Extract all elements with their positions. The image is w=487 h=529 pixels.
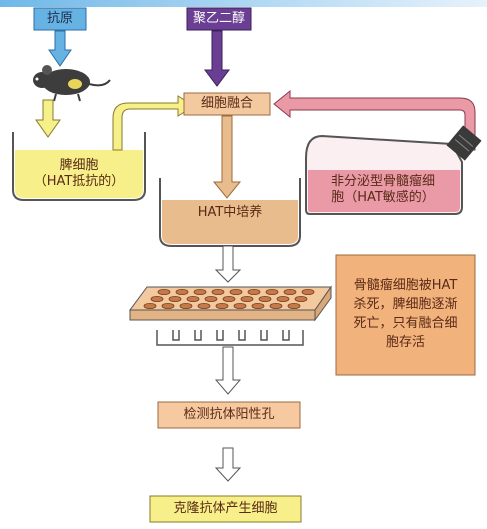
peg-box <box>186 7 252 31</box>
detect-positive-label: 检测抗体阳性孔 <box>183 406 275 422</box>
myeloma-to-fusion-arrow <box>273 89 476 151</box>
myeloma-label-line1: 非分泌型骨髓瘤细 <box>330 173 435 189</box>
top-banner-band <box>0 0 487 7</box>
spleen-label-line2: （HAT抵抗的） <box>33 174 125 189</box>
spleen-label-line1: 脾细胞 <box>59 157 99 173</box>
cell-fusion-box <box>183 92 271 116</box>
note-line3: 死亡，只有融合细 <box>353 316 458 331</box>
hat-liquid <box>162 200 298 244</box>
microwell-plate <box>129 285 332 322</box>
antigen-arrow <box>48 30 72 67</box>
peg-arrow <box>204 30 230 87</box>
detect-positive-box <box>157 401 301 429</box>
spleen-liquid <box>15 150 143 198</box>
fusion-to-hat-arrow <box>212 115 242 199</box>
peg-label: 聚乙二醇 <box>192 10 245 26</box>
spleen-label: 脾细胞 （HAT抵抗的） <box>16 152 142 196</box>
note-line4: 胞存活 <box>385 334 425 350</box>
myeloma-label-line2: 胞（HAT敏感的） <box>331 190 435 205</box>
cell-fusion-label: 细胞融合 <box>200 95 253 111</box>
hat-culture-label: HAT中培养 <box>197 204 263 220</box>
spleen-dish <box>12 132 146 201</box>
detect-to-clone-arrow <box>214 447 242 482</box>
flask-cap-icon <box>446 125 482 161</box>
antigen-label: 抗原 <box>46 10 73 26</box>
plate-to-detect-arrow <box>214 346 242 395</box>
plate-wells <box>143 288 315 309</box>
antigen-box <box>33 7 87 31</box>
note-line1: 骨髓瘤细胞被HAT <box>353 278 458 294</box>
clone-box <box>149 495 302 523</box>
well-cross-section <box>156 330 304 346</box>
spleen-down-arrow <box>35 99 61 138</box>
hat-to-plate-arrow <box>214 245 242 283</box>
myeloma-label: 非分泌型骨髓瘤细 胞（HAT敏感的） <box>308 170 458 210</box>
myeloma-liquid <box>308 170 460 212</box>
spleen-to-fusion-arrow <box>112 95 195 151</box>
clone-label: 克隆抗体产生细胞 <box>173 500 278 516</box>
note-label: 骨髓瘤细胞被HAT 杀死，脾细胞逐渐 死亡，只有融合细 胞存活 <box>338 262 473 368</box>
mouse-icon <box>33 65 111 102</box>
note-box <box>335 254 476 376</box>
note-line2: 杀死，脾细胞逐渐 <box>353 297 458 313</box>
